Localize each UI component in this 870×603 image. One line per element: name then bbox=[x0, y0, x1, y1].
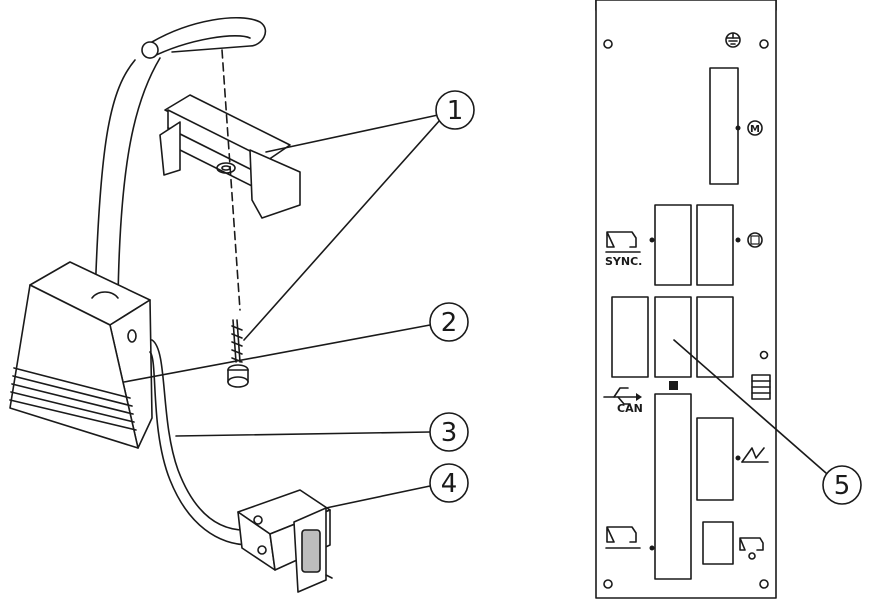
can-label: CAN bbox=[617, 402, 643, 415]
slot-can-c bbox=[696, 296, 734, 378]
mounting-screw bbox=[227, 319, 249, 388]
callout-3-text: 3 bbox=[441, 418, 458, 448]
leader-lines-left bbox=[123, 114, 441, 509]
callout-3: 3 bbox=[429, 412, 469, 452]
signal-icon bbox=[741, 447, 769, 463]
slot-m bbox=[709, 67, 739, 185]
right-panel: M SYNC. CAN bbox=[595, 0, 827, 599]
slot-sync-a bbox=[654, 204, 692, 286]
port-icon-bottom-left bbox=[605, 526, 641, 549]
slot-long bbox=[654, 393, 692, 580]
sync-port-icon bbox=[605, 231, 641, 253]
ground-icon bbox=[725, 32, 741, 48]
usb-icon bbox=[603, 387, 642, 405]
slot-lower-right bbox=[696, 417, 734, 501]
callout-1: 1 bbox=[435, 90, 475, 130]
slot-can-a bbox=[611, 296, 649, 378]
connector-housing bbox=[9, 261, 153, 449]
assembly-axis bbox=[221, 49, 241, 311]
indicator-square bbox=[669, 381, 678, 390]
slot-can-b bbox=[654, 296, 692, 378]
port-icon-bottom-right bbox=[739, 537, 764, 560]
callout-5-text: 5 bbox=[834, 471, 851, 501]
subd-connector bbox=[237, 489, 333, 593]
callout-2-text: 2 bbox=[441, 308, 458, 338]
leader-line-5 bbox=[673, 339, 827, 474]
encoder-icon bbox=[747, 232, 763, 248]
callout-5: 5 bbox=[822, 465, 862, 505]
motor-icon bbox=[747, 120, 763, 136]
callout-4-text: 4 bbox=[441, 469, 458, 499]
slot-bottom-small bbox=[702, 521, 734, 565]
callout-2: 2 bbox=[429, 302, 469, 342]
cable bbox=[149, 339, 251, 546]
callout-4: 4 bbox=[429, 463, 469, 503]
left-assembly: 1 2 3 4 bbox=[9, 16, 475, 593]
svg-text:M: M bbox=[750, 124, 760, 135]
sync-label: SYNC. bbox=[605, 255, 642, 268]
slot-sync-b bbox=[696, 204, 734, 286]
keypad-icon bbox=[751, 374, 771, 400]
callout-1-text: 1 bbox=[447, 96, 464, 126]
handle-tube bbox=[94, 16, 267, 301]
